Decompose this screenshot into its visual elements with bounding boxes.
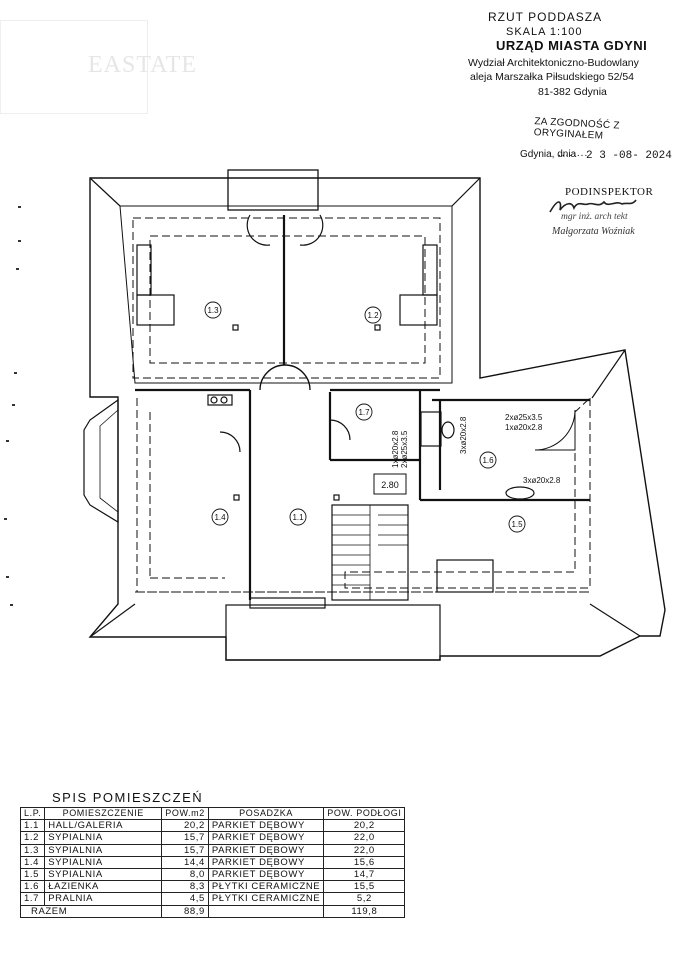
- header-lp: L.P.: [19, 806, 46, 821]
- room-label-1-3: 1.3: [207, 306, 219, 315]
- cell-lp: 1.5: [19, 867, 46, 882]
- cell-room: SYPIALNIA: [44, 855, 163, 869]
- room-table: L.P. POMIESZCZENIE POW.m2 POSADZKA POW. …: [19, 806, 406, 918]
- inspector-title: mgr inż. arch tekt: [561, 212, 628, 222]
- cell-area: 8,0: [161, 867, 209, 882]
- room-table-title: SPIS POMIESZCZEŃ: [52, 790, 204, 805]
- cell-room: SYPIALNIA: [44, 867, 163, 882]
- cell-room: PRALNIA: [44, 892, 163, 906]
- stamp-office: URZĄD MIASTA GDYNI: [496, 38, 648, 53]
- cell-area: 15,7: [161, 843, 209, 857]
- cell-floor-area: 22,0: [323, 831, 406, 845]
- table-row: 1.4 SYPIALNIA 14,4 PARKIET DĘBOWY 15,6: [19, 855, 406, 869]
- window-spec-lazienka-top-2: 1xø20x2.8: [505, 423, 543, 432]
- inspector-name: Małgorzata Woźniak: [552, 226, 635, 237]
- cell-area: 8,3: [161, 880, 209, 894]
- cell-room: HALL/GALERIA: [44, 819, 163, 833]
- total-area: 88,9: [161, 904, 209, 918]
- table-row: 1.7 PRALNIA 4,5 PŁYTKI CERAMICZNE 5,2: [19, 892, 406, 906]
- table-total-row: RAZEM 88,9 119,8: [19, 904, 406, 918]
- window-spec-lazienka-top-1: 2xø25x3.5: [505, 413, 543, 422]
- table-row: 1.2 SYPIALNIA 15,7 PARKIET DĘBOWY 22,0: [19, 831, 406, 845]
- drawing-scale: SKALA 1:100: [506, 26, 583, 38]
- table-row: 1.5 SYPIALNIA 8,0 PARKIET DĘBOWY 14,7: [19, 867, 406, 882]
- cell-flooring: PARKIET DĘBOWY: [207, 819, 325, 833]
- table-row: 1.6 ŁAZIENKA 8,3 PŁYTKI CERAMICZNE 15,5: [19, 880, 406, 894]
- place-label: Gdynia, dnia: [520, 149, 577, 160]
- cell-floor-area: 14,7: [323, 867, 406, 882]
- room-label-1-1: 1.1: [292, 513, 304, 522]
- cell-room: SYPIALNIA: [44, 831, 163, 845]
- cell-room: SYPIALNIA: [44, 843, 163, 857]
- header-room: POMIESZCZENIE: [44, 806, 163, 821]
- total-floor-area: 119,8: [323, 904, 406, 918]
- stamp-street: aleja Marszałka Piłsudskiego 52/54: [470, 71, 635, 83]
- cell-lp: 1.1: [19, 819, 46, 833]
- cell-area: 20,2: [161, 819, 209, 833]
- cell-flooring: PARKIET DĘBOWY: [207, 867, 325, 882]
- cell-area: 15,7: [161, 831, 209, 845]
- header-area: POW.m2: [161, 806, 209, 821]
- cell-flooring: PARKIET DĘBOWY: [207, 831, 325, 845]
- room-label-1-2: 1.2: [367, 311, 379, 320]
- cell-flooring: PARKIET DĘBOWY: [207, 843, 325, 857]
- total-flooring-empty: [207, 904, 325, 918]
- inspector-position: PODINSPEKTOR: [565, 186, 654, 198]
- cell-flooring: PŁYTKI CERAMICZNE: [207, 892, 325, 906]
- cell-lp: 1.3: [19, 843, 46, 857]
- certification-date: 2 3 -08- 2024: [586, 150, 672, 162]
- room-label-1-7: 1.7: [358, 408, 370, 417]
- table-header-row: L.P. POMIESZCZENIE POW.m2 POSADZKA POW. …: [19, 806, 406, 821]
- stamp-department: Wydział Architektoniczno-Budowlany: [468, 57, 639, 69]
- room-label-1-5: 1.5: [511, 520, 523, 529]
- window-spec-pralnia-2: 2xø25x3.5: [400, 430, 409, 468]
- table-row: 1.3 SYPIALNIA 15,7 PARKIET DĘBOWY 22,0: [19, 843, 406, 857]
- cell-lp: 1.2: [19, 831, 46, 845]
- room-label-1-6: 1.6: [482, 456, 494, 465]
- cell-flooring: PARKIET DĘBOWY: [207, 855, 325, 869]
- cell-floor-area: 15,5: [323, 880, 406, 894]
- watermark-frame: [0, 20, 148, 114]
- ceiling-height-label: 2.80: [381, 480, 399, 490]
- date-dots: ........: [558, 148, 589, 159]
- window-spec-lazienka-left: 3xø20x2.8: [459, 416, 468, 454]
- cell-room: ŁAZIENKA: [44, 880, 163, 894]
- table-row: 1.1 HALL/GALERIA 20,2 PARKIET DĘBOWY 20,…: [19, 819, 406, 833]
- cell-flooring: PŁYTKI CERAMICZNE: [207, 880, 325, 894]
- window-spec-pralnia-1: 1xø20x2.8: [391, 430, 400, 468]
- cell-lp: 1.7: [19, 892, 46, 906]
- room-label-1-4: 1.4: [214, 513, 226, 522]
- watermark: EASTATE: [88, 52, 198, 78]
- cell-area: 4,5: [161, 892, 209, 906]
- cell-floor-area: 5,2: [323, 892, 406, 906]
- cell-floor-area: 20,2: [323, 819, 406, 833]
- header-floor-area: POW. PODŁOGI: [323, 806, 406, 821]
- drawing-title: RZUT PODDASZA: [488, 10, 603, 24]
- stamp-city: 81-382 Gdynia: [538, 86, 607, 98]
- cell-floor-area: 15,6: [323, 855, 406, 869]
- window-spec-lazienka-bottom: 3xø20x2.8: [523, 476, 561, 485]
- cell-lp: 1.6: [19, 880, 46, 894]
- cell-floor-area: 22,0: [323, 843, 406, 857]
- cell-lp: 1.4: [19, 855, 46, 869]
- cell-area: 14,4: [161, 855, 209, 869]
- total-label: RAZEM: [19, 904, 163, 918]
- header-flooring: POSADZKA: [207, 806, 325, 821]
- signature: [549, 199, 637, 213]
